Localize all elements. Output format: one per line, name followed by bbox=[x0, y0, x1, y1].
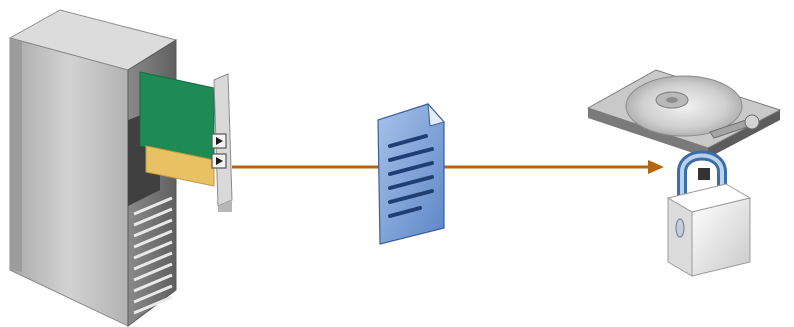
padlock-icon bbox=[666, 150, 752, 277]
hard-disk-drive-icon bbox=[586, 69, 782, 158]
server-vent-slots bbox=[133, 196, 173, 315]
network-card-icon bbox=[139, 71, 233, 212]
connector-document-to-storage bbox=[444, 160, 664, 174]
document-text-lines bbox=[388, 134, 434, 218]
arrowhead bbox=[648, 160, 664, 174]
document-icon bbox=[377, 102, 445, 245]
